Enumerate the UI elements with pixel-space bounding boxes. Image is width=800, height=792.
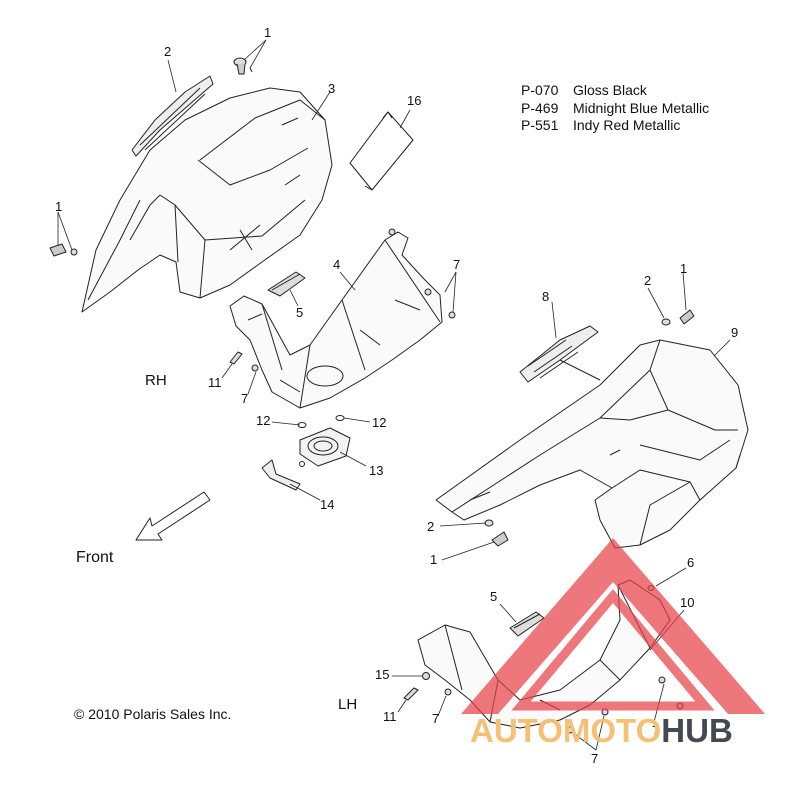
legend-name: Indy Red Metallic: [573, 117, 681, 133]
legend-name: Midnight Blue Metallic: [573, 99, 710, 116]
color-legend: P-070 Gloss Black P-469 Midnight Blue Meta…: [521, 82, 709, 135]
watermark-text-part1: AUTOMOTO: [470, 712, 662, 749]
callout-12: 12: [372, 415, 387, 430]
part-8-lh-vent: [519, 325, 601, 383]
callout-7: 7: [591, 751, 599, 766]
legend-code: P-469: [521, 99, 559, 116]
part-1-fastener-lh: [491, 309, 695, 547]
callout-2: 2: [427, 519, 435, 534]
copyright-text: © 2010 Polaris Sales Inc.: [74, 706, 232, 722]
callout-2: 2: [644, 273, 652, 288]
callout-12: 12: [256, 413, 271, 428]
part-11-grommet-lh: [403, 687, 419, 701]
part-16-decal: [349, 111, 414, 191]
callout-5: 5: [296, 305, 304, 320]
legend-row: P-070 Gloss Black: [521, 82, 709, 100]
rh-label: RH: [145, 372, 167, 389]
callout-1: 1: [264, 25, 272, 40]
part-1-fastener-a: [233, 57, 253, 75]
callout-2: 2: [164, 44, 172, 59]
watermark-logo-triangle: [461, 538, 765, 714]
legend-row: P-469 Midnight Blue Metallic: [521, 100, 709, 118]
front-label: Front: [76, 549, 114, 566]
part-3-rh-side-panel: [81, 87, 333, 313]
part-5-rh-handle: [267, 271, 306, 297]
callout-7: 7: [241, 391, 249, 406]
callout-7: 7: [453, 257, 461, 272]
watermark-text-part2: HUB: [661, 712, 733, 749]
callout-6: 6: [687, 555, 695, 570]
part-2-rh-vent: [131, 75, 214, 157]
part-9-lh-side-panel: [435, 339, 749, 549]
part-4-rh-lower-panel: [229, 231, 443, 409]
callout-7: 7: [432, 711, 440, 726]
watermark-text: AUTOMOTOHUB: [470, 712, 733, 750]
callout-1: 1: [680, 261, 688, 276]
legend-name: Gloss Black: [573, 82, 647, 98]
callout-1: 1: [55, 199, 63, 214]
callout-11: 11: [383, 709, 397, 724]
part-14-bracket: [261, 459, 301, 491]
legend-code: P-551: [521, 117, 559, 133]
part-1-fastener-b: [49, 243, 78, 257]
part-11-grommet-rh: [229, 351, 243, 365]
callout-9: 9: [731, 325, 739, 340]
front-arrow: [135, 491, 211, 541]
callout-15: 15: [375, 667, 390, 682]
callout-3: 3: [328, 81, 336, 96]
part-13-ring: [299, 427, 351, 467]
callout-16: 16: [407, 93, 422, 108]
part-15-fastener: [422, 672, 430, 680]
part-7-fastener-rh: [251, 228, 456, 372]
callout-7: 7: [652, 723, 660, 738]
callout-4: 4: [333, 257, 341, 272]
callout-1: 1: [430, 552, 438, 567]
callout-14: 14: [320, 497, 335, 512]
callout-13: 13: [369, 463, 384, 478]
lh-label: LH: [338, 696, 358, 713]
legend-row: P-551 Indy Red Metallic: [521, 117, 709, 135]
callout-10: 10: [680, 595, 695, 610]
callout-11: 11: [208, 375, 222, 390]
callout-8: 8: [542, 289, 550, 304]
callout-5: 5: [490, 589, 498, 604]
legend-code: P-070: [521, 82, 559, 98]
part-12-washers: [297, 415, 345, 428]
